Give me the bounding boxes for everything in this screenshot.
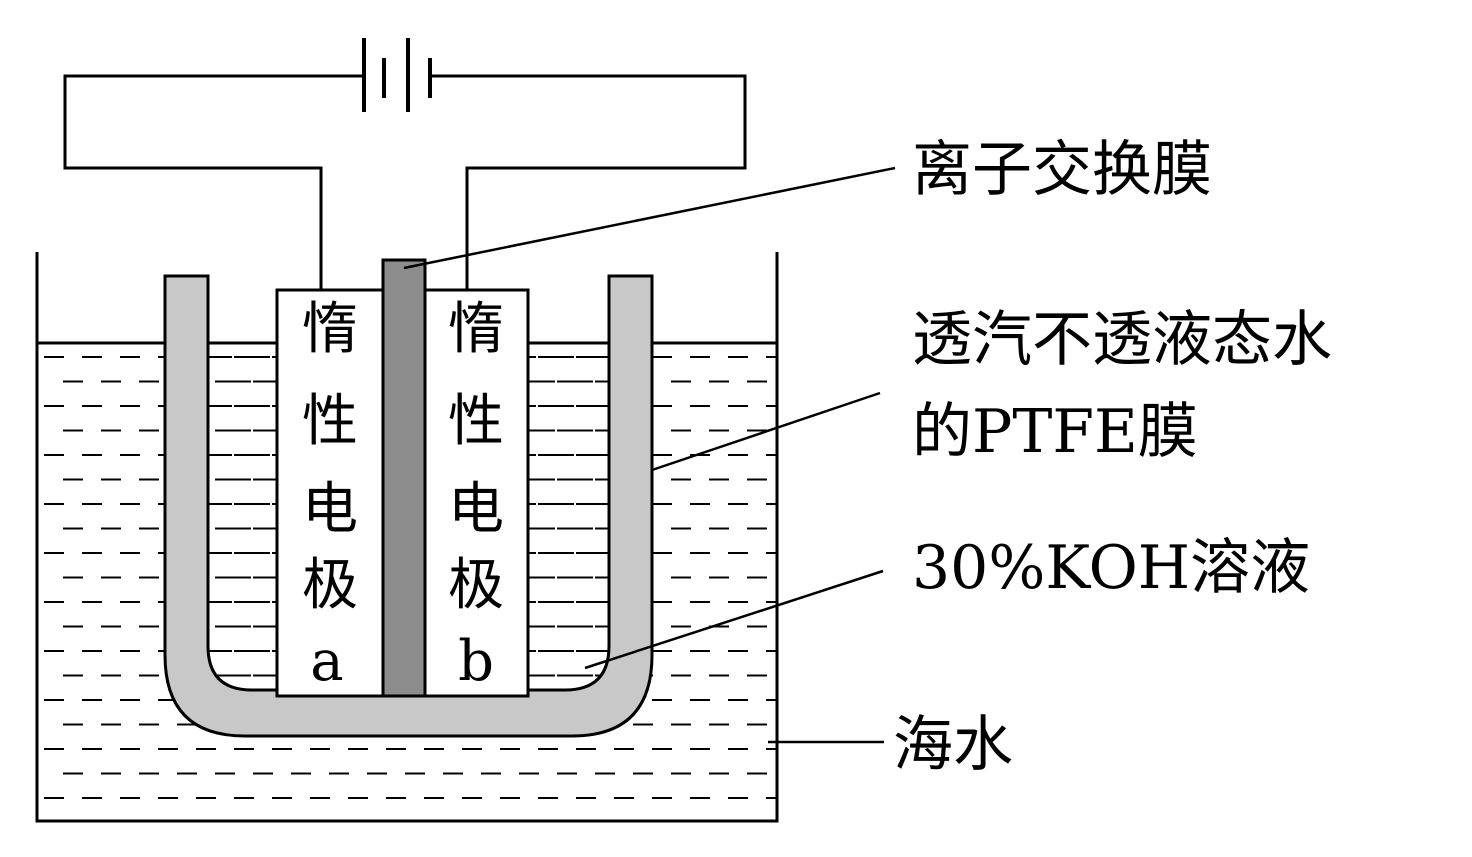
ptfe-u-membrane [163,274,654,738]
electrode-a-label: 惰 性 电 极 a [302,297,358,694]
electrode-b [423,288,530,698]
membrane-label: 离子交换膜 [912,135,1212,205]
circuit [63,38,747,290]
koh-leader [584,569,884,670]
electrode-a-char: 惰 [302,297,358,362]
outer-container [35,252,779,823]
circuit-wire [63,74,747,290]
ptfe-label-line1: 透汽不透液态水 [912,305,1332,375]
seawater-label: 海水 [893,710,1013,780]
koh-label: 30%KOH溶液 [912,533,1310,603]
electrode-b-label: 惰 性 电 极 b [448,297,504,694]
ion-exchange-membrane [381,258,427,698]
electrode-a-char: 性 [302,389,358,454]
electrode-a-char: 极 [302,553,358,618]
membrane-leader [403,166,896,270]
electrode-b-char: 电 [448,477,504,542]
ptfe-leader [651,391,881,472]
ptfe-label-line2: 的PTFE膜 [912,397,1198,467]
electrode-b-char: 极 [448,553,504,618]
electrode-a-char: 电 [302,477,358,542]
electrode-b-letter: b [458,629,494,694]
electrode-b-char: 惰 [448,297,504,362]
electrode-a-letter: a [310,629,343,694]
electrode-b-char: 性 [448,389,504,454]
